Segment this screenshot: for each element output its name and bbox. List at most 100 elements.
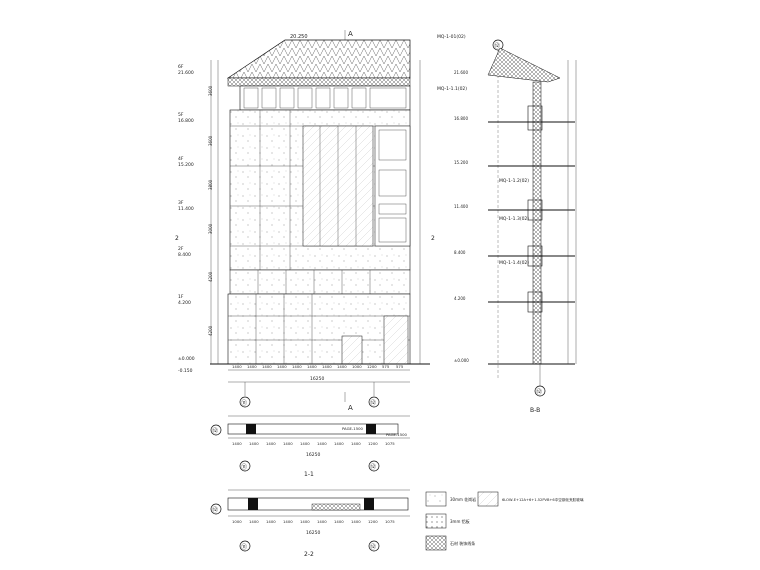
bottom-dims: 1400 1400 1400 1400 1400 1400 1400 1400 … (232, 364, 404, 369)
dim-value: 1400 (351, 519, 361, 524)
axis-label: ⑪ (241, 463, 247, 471)
level-value: 8.400 (178, 252, 191, 258)
plan1-axis-bottom-left (239, 460, 251, 472)
dim-value: 1400 (249, 519, 259, 524)
dim-value: 1200 (367, 364, 377, 369)
total-dim: 16250 (310, 376, 324, 382)
level-value: -0.150 (178, 368, 193, 374)
axis-label: ⑫ (212, 427, 218, 435)
ground-floor-cladding (227, 293, 411, 365)
dim-value: 1400 (266, 441, 276, 446)
side-marker-right: 2 (431, 235, 435, 242)
legend-swatch-granite (425, 491, 447, 507)
level-value: 15.200 (178, 162, 194, 168)
dim-value: 1400 (277, 364, 287, 369)
floor-height: 3600 (208, 85, 213, 96)
dim-value: 1075 (385, 441, 395, 446)
level-value: 16.800 (178, 118, 194, 124)
level-name: 4F (178, 156, 184, 162)
axis-label: ⑫ (370, 543, 376, 551)
side-door (383, 315, 409, 365)
dim-value: 1400 (262, 364, 272, 369)
level-value: 21.600 (454, 70, 468, 75)
level-name: 5F (178, 112, 184, 118)
plan1-title: 1-1 (304, 471, 314, 478)
level-value: 15.200 (454, 160, 468, 165)
axis-label: ⑪ (241, 399, 247, 407)
callout-label: MQ-1-1.4(02) (499, 260, 529, 266)
callout-label: MQ-1-01(02) (437, 34, 466, 40)
legend-label: 6LOW-E+12A+6+1.52PVB+6中空钢化夹胶玻璃 (502, 497, 584, 502)
plan2-axis-bubble (210, 503, 222, 515)
plan-note: PAGE-1500 (342, 426, 364, 431)
plan1-wall (227, 423, 399, 435)
level-name: 2F (178, 246, 184, 252)
wall-section (532, 81, 542, 365)
dim-value: 1400 (334, 519, 344, 524)
axis-label: ⑫ (494, 42, 500, 50)
level-value: 4.200 (178, 300, 191, 306)
roof-section (487, 47, 561, 83)
level-value: ±0.000 (454, 358, 469, 363)
ridge-dimension: 20.250 (290, 34, 308, 40)
level-name: 6F (178, 64, 184, 70)
dim-value: 1400 (337, 364, 347, 369)
section-marker-bottom: A (348, 404, 353, 412)
floor-height: 3800 (208, 179, 213, 190)
dim-value: 1400 (292, 364, 302, 369)
callout-label: MQ-1-1.1(02) (437, 86, 467, 92)
legend-swatch-glass (477, 491, 499, 507)
section-bb: ⑫ MQ-1-01(02) MQ-1-1.1(02) MQ-1-1.2(02) (437, 34, 577, 414)
plan2-axis-bottom-left (239, 540, 251, 552)
dim-value: 1400 (351, 441, 361, 446)
cornice-band (227, 77, 411, 87)
level-value: 11.400 (178, 206, 194, 212)
floor-height-dims: 3600 3600 3800 3000 4200 4200 (208, 85, 213, 336)
plan-total-dim: 16250 (306, 530, 320, 536)
axis-bubble-right (368, 396, 380, 408)
axis-label: ⑫ (370, 463, 376, 471)
dim-value: 1400 (283, 441, 293, 446)
dim-value: 1400 (266, 519, 276, 524)
level-name: 3F (178, 200, 184, 206)
dim-value: 1400 (317, 519, 327, 524)
roof-tiles (226, 39, 411, 79)
level-value: 21.600 (178, 70, 194, 76)
axis-label: ⑪ (241, 543, 247, 551)
front-elevation: A A 20.250 (175, 30, 435, 412)
dim-value: 1400 (249, 441, 259, 446)
dim-value: 1200 (368, 441, 378, 446)
callout-label: MQ-1-1.3(02) (499, 216, 529, 222)
mid-band (229, 269, 411, 295)
callout-label: MQ-1-1.2(02) (499, 178, 529, 184)
legend-swatch-stone-trim (425, 535, 447, 551)
dim-value: 1400 (317, 441, 327, 446)
dim-value: 1400 (322, 364, 332, 369)
level-name: 1F (178, 294, 184, 300)
legend-label: 3mm 铝板 (450, 518, 470, 524)
plan2-axis-bottom-right (368, 540, 380, 552)
plan-note: PAGE-1500 (386, 432, 408, 437)
dim-value: 1000 (352, 364, 362, 369)
plan-total-dim: 16250 (306, 452, 320, 458)
entrance-door (341, 335, 363, 365)
axis-label: ⑫ (212, 506, 218, 514)
level-value: 4.200 (454, 296, 466, 301)
plan1-dims: 1400 1400 1400 1400 1400 1400 1400 1400 … (232, 441, 395, 446)
axis-bubble-left (239, 396, 251, 408)
plan2-title: 2-2 (304, 551, 314, 558)
dim-value: 1000 (232, 519, 242, 524)
level-labels: 6F 21.600 5F 16.800 4F 15.200 3F 11.400 … (178, 64, 195, 374)
floor-height: 4200 (208, 271, 213, 282)
axis-label: ⑫ (536, 388, 542, 396)
section-callouts: MQ-1-01(02) MQ-1-1.1(02) MQ-1-1.2(02) MQ… (437, 34, 529, 266)
level-value: 11.400 (454, 204, 468, 209)
dim-value: 575 (382, 364, 390, 369)
legend-label: 30mm 花岗岩 (450, 496, 476, 502)
dim-value: 1400 (307, 364, 317, 369)
dim-value: 575 (396, 364, 404, 369)
plan-2-2: ⑫ 1000 1400 1400 1400 1400 1400 1400 140… (210, 489, 410, 558)
section-level-labels: 21.600 16.800 15.200 11.400 8.400 4.200 … (454, 70, 469, 363)
floor-height: 3000 (208, 223, 213, 234)
